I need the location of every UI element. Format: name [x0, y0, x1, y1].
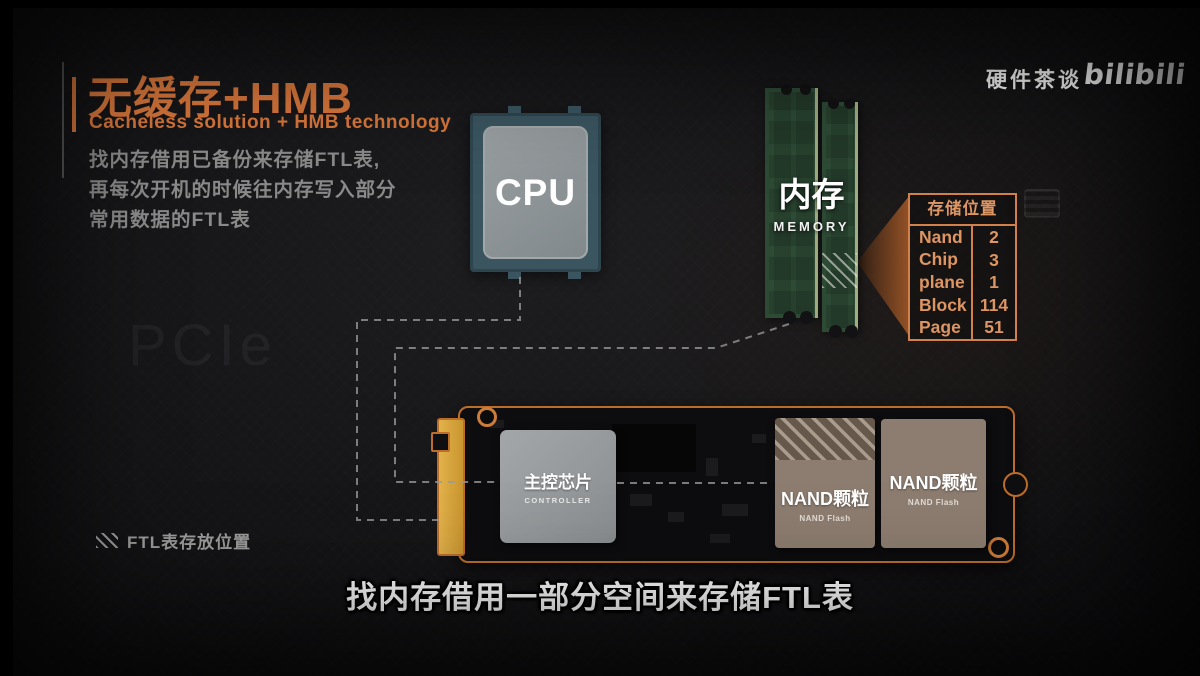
ssd-component: [706, 458, 718, 476]
ram-chip-grid: [826, 106, 854, 328]
memory-sublabel: MEMORY: [773, 219, 850, 234]
table-row-value: 2: [971, 226, 1015, 249]
ssd-component: [668, 512, 684, 522]
cpu-die: CPU: [483, 126, 588, 259]
ram-notch: [800, 311, 813, 324]
ram-stick: [822, 102, 858, 332]
memory-label-group: 内存 MEMORY: [765, 168, 858, 234]
ram-notch: [829, 325, 842, 338]
nand-label: NAND颗粒: [781, 489, 869, 509]
cpu-tab: [508, 106, 521, 113]
nand-chip: NAND颗粒 NAND Flash: [881, 419, 986, 548]
header-rule: [62, 62, 64, 178]
description-line: 再每次开机的时候往内存写入部分: [89, 179, 397, 201]
ftl-legend: FTL表存放位置: [96, 528, 251, 553]
watermark-stamp: [1024, 189, 1060, 218]
cpu-package: CPU: [470, 106, 601, 279]
memory-label: 内存: [778, 176, 845, 213]
controller-label: 主控芯片: [524, 473, 592, 492]
channel-name: 硬件茶谈: [986, 69, 1082, 92]
ram-ftl-hatch-area: [822, 253, 857, 288]
nand-ftl-hatch-area: [775, 418, 875, 460]
ssd-component: [752, 434, 766, 443]
ssd-screw-hole: [988, 537, 1009, 558]
cpu-label: CPU: [494, 171, 577, 213]
ram-notch: [800, 84, 811, 95]
ram-stick: [765, 88, 818, 318]
table-row: plane 1: [910, 271, 1015, 294]
slide-subtitle: Cacheless solution + HMB technology: [89, 112, 452, 133]
hatch-swatch-icon: [96, 533, 118, 548]
nand-sublabel: NAND Flash: [907, 497, 960, 507]
ssd-mount-notch: [1003, 472, 1028, 497]
ram-edge-highlight: [815, 88, 818, 318]
frame-edge: [0, 0, 13, 676]
ftl-legend-label: FTL表存放位置: [127, 533, 252, 552]
table-row-value: 3: [971, 248, 1015, 272]
nand-label: NAND颗粒: [889, 472, 978, 493]
slide-title: 无缓存+HMB: [88, 74, 353, 123]
frame-edge: [0, 0, 1200, 8]
table-row-value: 1: [971, 271, 1015, 294]
table-row-value: 114: [971, 293, 1015, 317]
table-row-label: plane: [919, 271, 965, 292]
callout-wedge: [857, 196, 909, 336]
ram-edge-highlight: [855, 102, 858, 332]
ram-notch: [783, 311, 796, 324]
cpu-tab: [568, 106, 581, 113]
header-accent-bar: [72, 77, 76, 132]
table-row-value: 51: [971, 316, 1015, 339]
ram-notch: [781, 84, 792, 95]
ssd-component: [630, 494, 652, 506]
ssd-component: [710, 534, 730, 543]
description-line: 常用数据的FTL表: [89, 209, 251, 231]
storage-table-title: 存储位置: [910, 195, 1015, 226]
ram-notch: [845, 325, 858, 338]
ram-notch: [844, 98, 855, 109]
ssd-component: [722, 504, 748, 516]
table-row-label: Block: [919, 294, 967, 315]
description: 找内存借用已备份来存储FTL表, 再每次开机的时候往内存写入部分常用数据的FTL表: [89, 145, 397, 235]
cpu-tab: [508, 272, 521, 279]
cpu-tab: [568, 272, 581, 279]
ssd-screw-hole: [477, 407, 497, 427]
table-row-label: Chip: [919, 249, 958, 270]
table-row: Page 51: [910, 316, 1015, 339]
controller-sublabel: CONTROLLER: [524, 496, 592, 505]
table-row-label: Page: [919, 317, 961, 338]
ssd-key-notch: [431, 432, 450, 452]
table-row-label: Nand: [919, 226, 963, 247]
bilibili-logo: bilibili: [1082, 58, 1189, 91]
nand-chip: NAND颗粒 NAND Flash: [775, 418, 875, 548]
description-line: 找内存借用已备份来存储FTL表,: [89, 149, 381, 171]
ram-chip-grid: [769, 92, 814, 314]
pcie-watermark: PCIe: [128, 313, 277, 378]
ssd-controller-chip: 主控芯片 CONTROLLER: [500, 430, 616, 543]
nand-sublabel: NAND Flash: [799, 514, 851, 523]
subtitle-caption: 找内存借用一部分空间来存储FTL表: [346, 580, 854, 615]
ssd-component: [612, 424, 696, 472]
ram-notch: [828, 98, 839, 109]
table-row: Nand 2: [910, 226, 1015, 249]
table-row: Chip 3: [910, 248, 1015, 272]
